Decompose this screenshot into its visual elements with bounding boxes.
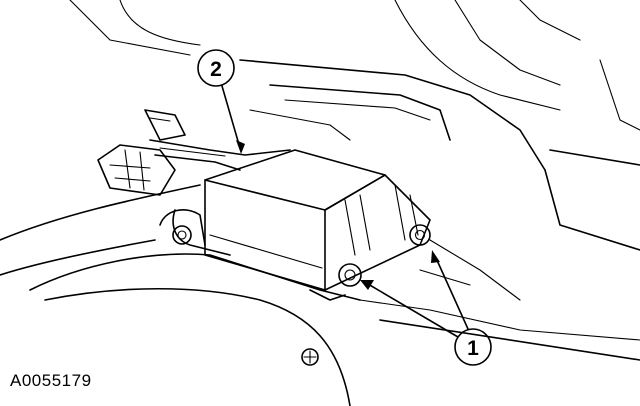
- mounting-bolt-1: [338, 263, 362, 287]
- mounting-bolt-2: [409, 224, 431, 246]
- floor-bolt: [301, 348, 319, 366]
- callout-1-number: 1: [467, 337, 479, 360]
- floor-tunnel-outline: [0, 184, 640, 406]
- callout-2-number: 2: [210, 58, 222, 81]
- callout-1: 1: [360, 250, 492, 366]
- callout-2: 2: [197, 49, 245, 154]
- interior-panel-outline: [69, 0, 640, 251]
- figure-id-label: A0055179: [10, 371, 92, 390]
- wiring-harness: [97, 109, 291, 256]
- airbag-control-module: [159, 149, 431, 301]
